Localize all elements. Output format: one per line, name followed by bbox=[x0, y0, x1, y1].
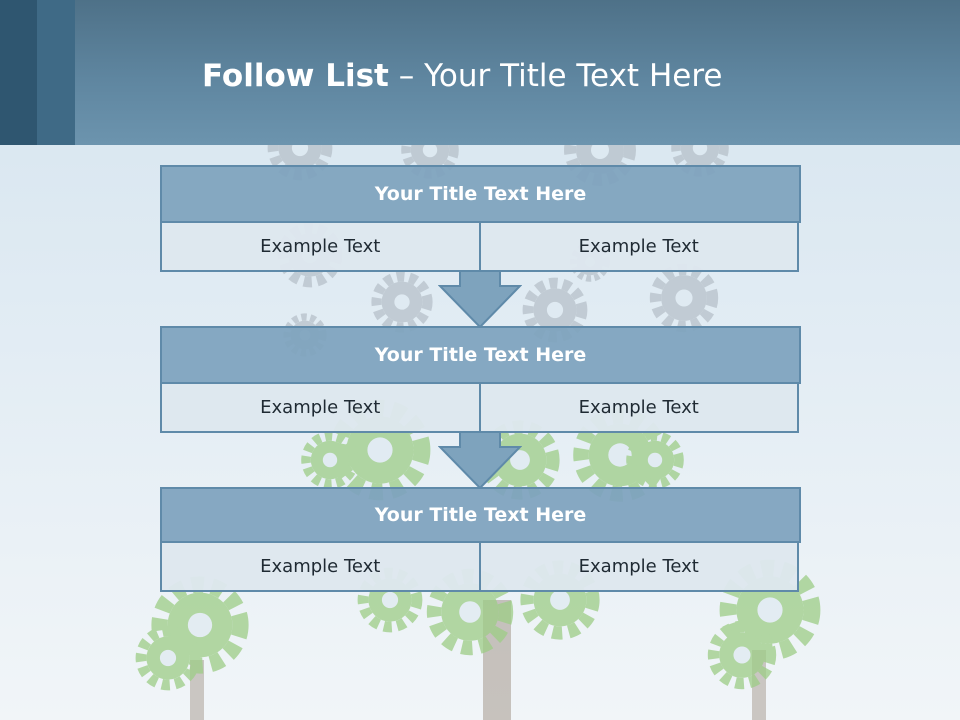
list-block-3: Your Title Text Here Example Text Exampl… bbox=[160, 487, 801, 592]
block-cell-right: Example Text bbox=[478, 223, 799, 272]
page-title: Follow List – Your Title Text Here bbox=[202, 56, 722, 96]
block-cell-right: Example Text bbox=[478, 543, 799, 592]
header-accent-dark bbox=[0, 0, 37, 145]
block-cell-right: Example Text bbox=[478, 384, 799, 433]
header-accent-mid bbox=[37, 0, 75, 145]
list-block-1: Your Title Text Here Example Text Exampl… bbox=[160, 165, 801, 272]
block-title: Your Title Text Here bbox=[160, 487, 801, 543]
down-arrow-icon bbox=[438, 431, 522, 489]
block-cell-left: Example Text bbox=[160, 384, 481, 433]
block-title: Your Title Text Here bbox=[160, 326, 801, 384]
page-title-bold: Follow List bbox=[202, 58, 389, 94]
page-title-rest: – Your Title Text Here bbox=[388, 58, 723, 94]
list-block-2: Your Title Text Here Example Text Exampl… bbox=[160, 326, 801, 433]
block-row: Example Text Example Text bbox=[160, 223, 801, 272]
block-cell-left: Example Text bbox=[160, 223, 481, 272]
block-row: Example Text Example Text bbox=[160, 543, 801, 592]
block-cell-left: Example Text bbox=[160, 543, 481, 592]
block-row: Example Text Example Text bbox=[160, 384, 801, 433]
block-title: Your Title Text Here bbox=[160, 165, 801, 223]
header-band bbox=[0, 0, 960, 145]
down-arrow-icon bbox=[438, 270, 522, 328]
